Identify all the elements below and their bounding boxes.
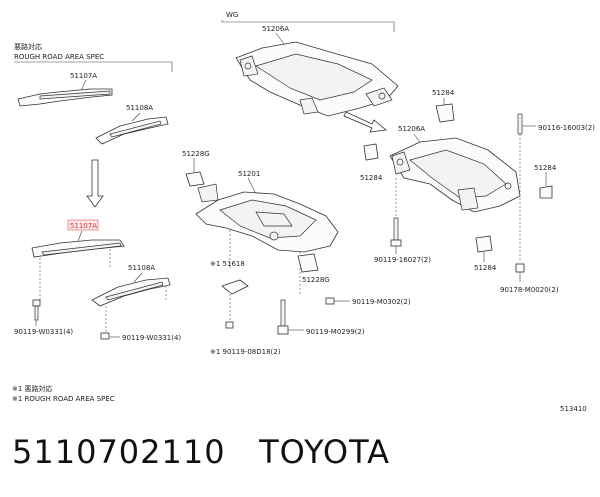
bushing-51228G-top: 51228G <box>182 150 210 187</box>
label-90119-M0302: 90119-M0302(2) <box>352 298 411 306</box>
nut-90178-M0020: 90178-M0020(2) <box>500 263 559 294</box>
stiffener-51107A-highlighted: 51107A <box>31 219 125 300</box>
rough-road-bracket <box>14 61 173 72</box>
bushing-51284-right: 51284 <box>534 164 557 199</box>
wg-label: WG <box>226 11 238 19</box>
bolt-90119-M0299: 90119-M0299(2) <box>277 299 365 336</box>
bolt-90119-W0331-right: 90119-W0331(4) <box>100 332 181 342</box>
bolt-90119-16027: 90119-16027(2) <box>374 217 431 264</box>
bolt-90119-M0302: 90119-M0302(2) <box>325 297 411 306</box>
bushing-51284-bottom: 51284 <box>474 235 497 272</box>
exploded-parts-diagram: 悪路対応 ROUGH ROAD AREA SPEC WG 51107A 5110… <box>12 11 595 413</box>
label-51107A-top: 51107A <box>70 72 97 80</box>
subframe-51201: 51201 <box>195 170 339 294</box>
rough-road-spec-header: 悪路対応 ROUGH ROAD AREA SPEC <box>14 42 173 72</box>
wg-header: WG <box>221 11 395 32</box>
brand-name: TOYOTA <box>259 433 391 471</box>
label-51206A-right: 51206A <box>398 125 425 133</box>
brace-51108A-top: 51108A <box>95 104 169 145</box>
label-51284-left: 51284 <box>360 174 383 182</box>
label-90119-W0331-right: 90119-W0331(4) <box>122 334 181 342</box>
footnotes: ※1 悪路対応 ※1 ROUGH ROAD AREA SPEC 513410 <box>12 384 587 413</box>
label-51107A-highlighted: 51107A <box>70 222 97 230</box>
label-90119-16027: 90119-16027(2) <box>374 256 431 264</box>
label-90178-M0020: 90178-M0020(2) <box>500 286 559 294</box>
part-number: 5110702110 <box>12 433 226 471</box>
label-51284-top: 51284 <box>432 89 455 97</box>
label-51284-right: 51284 <box>534 164 557 172</box>
note-jp: ※1 悪路対応 <box>12 384 53 393</box>
subframe-51206A-wg: 51206A <box>235 25 399 117</box>
stiffener-51107A-top: 51107A <box>17 72 113 107</box>
label-90119-W0331-left: 90119-W0331(4) <box>14 328 73 336</box>
diagonal-arrow <box>343 111 387 133</box>
label-51618: ※1 51618 <box>210 260 245 268</box>
diagram-ref-code: 513410 <box>560 405 587 413</box>
note-en: ※1 ROUGH ROAD AREA SPEC <box>12 395 115 403</box>
label-90119-08D18: ※1 90119-08D18(2) <box>210 348 281 356</box>
part-footer: 5110702110 TOYOTA <box>12 433 390 471</box>
bushing-51284-left: 51284 <box>360 143 383 182</box>
label-51228G-bottom: 51228G <box>302 276 330 284</box>
brace-51108A-bottom: 51108A <box>91 264 171 332</box>
rough-road-jp-label: 悪路対応 <box>14 42 42 51</box>
label-51228G-top: 51228G <box>182 150 210 158</box>
label-90119-M0299: 90119-M0299(2) <box>306 328 365 336</box>
label-51284-bottom: 51284 <box>474 264 497 272</box>
stud-90116-16003: 90116-16003(2) <box>517 113 595 135</box>
wg-bracket <box>221 20 395 32</box>
bolt-90119-W0331-left: 90119-W0331(4) <box>14 299 73 336</box>
rough-road-en-label: ROUGH ROAD AREA SPEC <box>14 53 104 61</box>
bracket-51618: ※1 51618 ※1 90119-08D18(2) <box>210 260 281 356</box>
label-51108A-top: 51108A <box>126 104 153 112</box>
label-51201: 51201 <box>238 170 260 178</box>
subframe-51206A-right: 51284 51206A <box>389 89 521 262</box>
label-51206A-top: 51206A <box>262 25 289 33</box>
label-90116-16003: 90116-16003(2) <box>538 124 595 132</box>
label-51108A-bottom: 51108A <box>128 264 155 272</box>
down-arrow <box>86 159 104 208</box>
bushing-51228G-bottom: 51228G <box>297 253 330 284</box>
